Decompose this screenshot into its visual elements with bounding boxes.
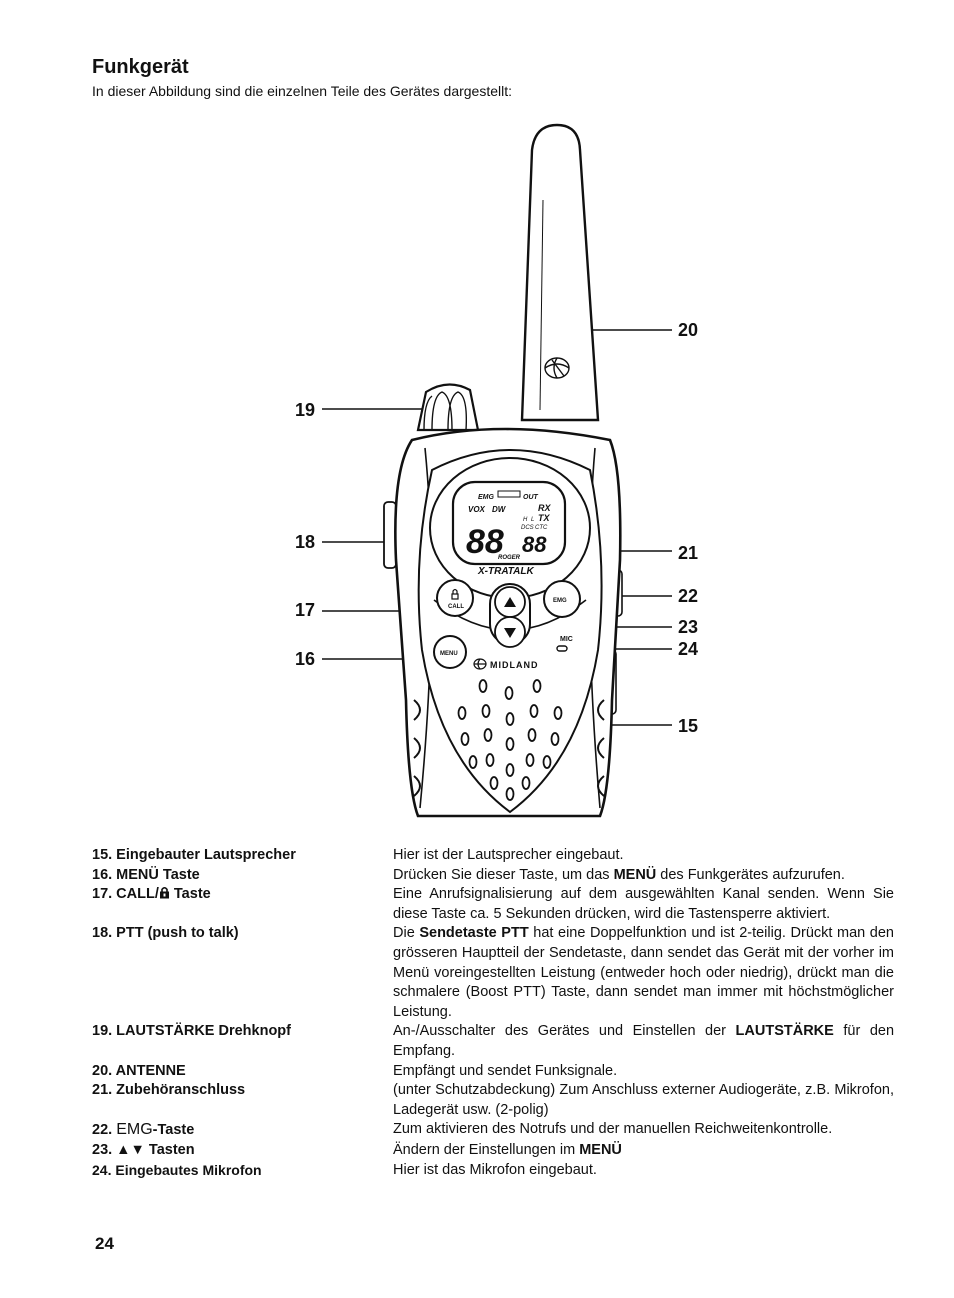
part-term: 23. ▲▼ Tasten [92, 1141, 195, 1158]
callout-21: 21 [678, 543, 699, 563]
callout-24: 24 [678, 639, 699, 659]
mic-label: MIC [560, 636, 573, 643]
menu-label: MENU [440, 651, 458, 657]
lcd-roger: ROGER [498, 555, 521, 561]
part-desc: Hier ist der Lautsprecher eingebaut. [393, 847, 624, 863]
lcd-rx: RX [538, 503, 551, 513]
part-desc: (unter Schutzabdeckung) Zum Anschluss ex… [393, 1082, 894, 1118]
lcd-h: H [523, 517, 528, 523]
part-desc: Empfängt und sendet Funksignale. [393, 1062, 618, 1079]
part-term: 15. Eingebauter Lautsprecher [92, 847, 296, 863]
radio-illustration: EMG OUT VOX DW RX TX H L DCS CTC 88 88 R… [322, 123, 672, 818]
list-item: 22. EMG-Taste Zum aktivieren des Notrufs… [92, 1120, 894, 1141]
callout-20: 20 [678, 320, 699, 340]
part-term: 21. Zubehöranschluss [92, 1082, 246, 1099]
callout-15: 15 [678, 716, 699, 736]
lcd-vox: VOX [468, 505, 486, 514]
up-arrow-icon [504, 597, 516, 607]
lock-icon [159, 887, 169, 899]
intro-text: In dieser Abbildung sind die einzelnen T… [92, 83, 513, 99]
emg-button-label: EMG [553, 598, 567, 604]
part-desc: An-/Ausschalter des Gerätes und Einstell… [393, 1023, 895, 1059]
lcd-out: OUT [523, 494, 539, 501]
down-arrow-icon [504, 628, 516, 638]
lcd-l: L [531, 517, 534, 523]
part-term: 16. MENÜ Taste [92, 866, 200, 883]
callout-19: 19 [295, 400, 316, 420]
brand-logo-icon [473, 658, 487, 670]
list-item: 20. ANTENNE Empfängt und sendet Funksign… [92, 1062, 894, 1082]
lcd-tx: TX [538, 513, 550, 523]
lcd-digits-big: 88 [466, 523, 504, 561]
lcd-content: EMG OUT VOX DW RX TX H L DCS CTC 88 88 R… [466, 490, 551, 561]
part-term: 19. LAUTSTÄRKE Drehknopf [92, 1023, 291, 1040]
microphone [556, 645, 568, 652]
lcd-digits-small: 88 [522, 532, 547, 557]
list-item: 19. LAUTSTÄRKE Drehknopf An-/Ausschalter… [92, 1022, 894, 1061]
page-number: 24 [95, 1234, 114, 1253]
brand-label: MIDLAND [490, 660, 539, 670]
part-desc: Die Sendetaste PTT hat eine Doppelfunkti… [393, 925, 894, 1020]
part-term: 18. PTT (push to talk) [92, 925, 239, 942]
call-button [436, 579, 474, 617]
menu-button [433, 635, 467, 669]
call-label: CALL [448, 604, 464, 610]
speaker-grille [457, 679, 563, 801]
antenna [520, 123, 600, 422]
list-item: 23. ▲▼ Tasten Ändern der Einstellungen i… [92, 1141, 894, 1161]
callout-22: 22 [678, 586, 699, 606]
list-item: 16. MENÜ Taste Drücken Sie dieser Taste,… [92, 866, 894, 886]
list-item: 24. Eingebautes Mikrofon Hier ist das Mi… [92, 1161, 894, 1182]
callout-18: 18 [295, 532, 316, 552]
part-term: 24. Eingebautes Mikrofon [92, 1161, 262, 1178]
page-title: Funkgerät [92, 56, 189, 78]
part-desc: Eine Anrufsignalisierung auf dem ausgewä… [393, 886, 894, 922]
globe-logo [544, 357, 570, 379]
model-label: X-TRATALK [477, 566, 535, 577]
callout-16: 16 [295, 649, 316, 669]
callout-23: 23 [678, 617, 699, 637]
lcd-ctc: CTC [535, 525, 548, 531]
list-item: 15. Eingebauter Lautsprecher Hier ist de… [92, 846, 894, 866]
lcd-emg: EMG [478, 494, 495, 501]
list-item: 17. CALL/ Taste Eine Anrufsignalisierung… [92, 885, 894, 924]
parts-list: 15. Eingebauter Lautsprecher Hier ist de… [92, 846, 894, 1181]
lcd-dcs: DCS [521, 525, 534, 531]
list-item: 21. Zubehöranschluss (unter Schutzabdeck… [92, 1081, 894, 1120]
lock-icon [451, 588, 459, 600]
lcd-dw: DW [492, 505, 507, 514]
part-term: 17. CALL/ Taste [92, 886, 211, 903]
part-desc: Zum aktivieren des Notrufs und der manue… [393, 1121, 833, 1138]
part-term: 22. EMG-Taste [92, 1121, 195, 1139]
emg-button [543, 580, 581, 618]
part-desc: Drücken Sie dieser Taste, um das MENÜ de… [393, 866, 845, 883]
lcd-display [451, 480, 567, 566]
part-desc: Ändern der Einstellungen im MENÜ [393, 1141, 622, 1158]
list-item: 18. PTT (push to talk) Die Sendetaste PT… [92, 924, 894, 1022]
part-desc: Hier ist das Mikrofon eingebaut. [393, 1161, 597, 1178]
part-term: 20. ANTENNE [92, 1062, 186, 1079]
callout-17: 17 [295, 600, 316, 620]
